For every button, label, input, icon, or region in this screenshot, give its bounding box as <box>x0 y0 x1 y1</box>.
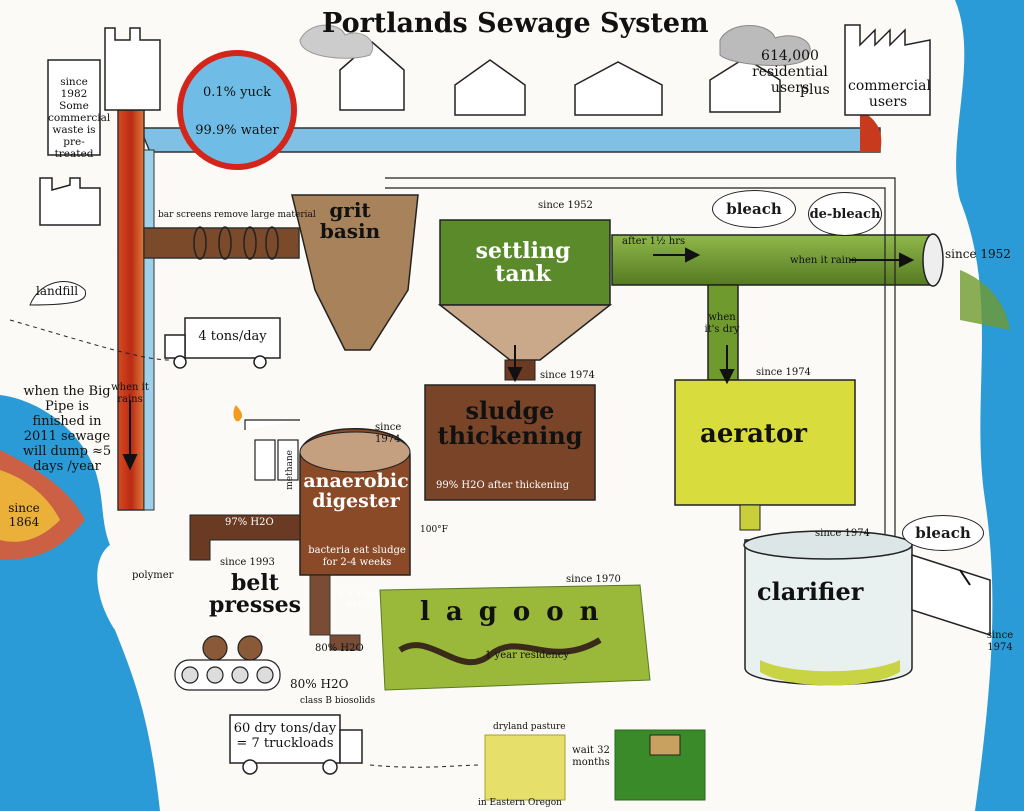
class-b-label: class B biosolids <box>300 696 376 706</box>
landfill-label: landfill <box>36 284 79 298</box>
debleach-bubble: de-bleach <box>808 192 882 236</box>
digester-temp: 100°F <box>420 525 448 535</box>
dryland-label: dryland pasture <box>493 722 566 732</box>
belt-presses-since: since 1993 <box>220 557 275 568</box>
residential-users-label: 614,000 residential users <box>752 48 828 97</box>
water-80-press: 80% H2O <box>290 677 349 691</box>
composition-water: 99.9% water <box>195 123 279 138</box>
commercial-users-label: commercial users <box>848 78 931 111</box>
aerator-since: since 1974 <box>756 367 811 378</box>
right-since: since 1974 <box>986 630 1014 653</box>
after-time-label: after 1½ hrs <box>622 236 686 247</box>
aerator-tank <box>674 379 856 506</box>
outfall-since: since 1952 <box>945 247 1011 261</box>
lagoon-label: lagoon <box>420 597 615 627</box>
clarifier-label: clarifier <box>757 577 864 606</box>
sludge-thickening-since: since 1974 <box>540 370 595 381</box>
when-it-rains-right: when it rains <box>790 255 857 266</box>
when-its-dry-label: when it's dry <box>704 312 740 335</box>
aerator-label: aerator <box>700 419 807 449</box>
sludge-thickening-label: sludge thickening <box>437 396 583 451</box>
big-pipe-note: when the Big Pipe is finished in 2011 se… <box>22 384 112 474</box>
page-title: Portlands Sewage System <box>322 8 709 39</box>
polymer-label: polymer <box>132 570 174 581</box>
grit-basin-shape <box>291 194 419 351</box>
eastern-oregon-label: in Eastern Oregon <box>478 798 562 808</box>
settling-tank-since: since 1952 <box>538 200 593 211</box>
lagoon-since: since 1970 <box>566 574 621 585</box>
water-80-lagoon: 80% H2O <box>315 643 364 654</box>
river-left-since: since 1864 <box>8 501 40 529</box>
lagoon-residency: 1 year residency <box>485 650 570 661</box>
methane-label: methane <box>285 450 295 490</box>
bar-screens-label: bar screens remove large material <box>158 210 316 220</box>
truck-grit-label: 4 tons/day <box>198 329 267 344</box>
lagoon-area <box>379 584 651 691</box>
composition-circle <box>177 50 297 170</box>
bleach-top-bubble: bleach <box>712 190 796 228</box>
river-right <box>955 0 1024 811</box>
truck-bottom-label: 60 dry tons/day = 7 truckloads <box>233 721 337 751</box>
bleach-right-bubble: bleach <box>902 515 984 551</box>
wait-label: wait 32 months <box>572 745 610 768</box>
grit-basin-label: grit basin <box>319 198 381 243</box>
if-too-wet-label: if it's too wet... <box>338 590 378 611</box>
clarifier-since: since 1974 <box>815 528 870 539</box>
when-it-rains-left: when it rains <box>111 382 149 405</box>
digester-label: anaerobic digester <box>303 470 409 512</box>
digester-note: bacteria eat sludge for 2-4 weeks <box>308 545 406 568</box>
belt-presses-label: belt presses <box>208 570 302 618</box>
settling-tank-label: settling tank <box>475 238 571 288</box>
sludge-thickening-note: 99% H2O after thickening <box>436 480 570 491</box>
composition-yuck: 0.1% yuck <box>202 85 272 100</box>
plus-label: plus <box>800 82 830 98</box>
water-97-label: 97% H2O <box>225 517 274 528</box>
digester-since: since 1974 <box>375 422 402 445</box>
pretreated-note: since 1982 Some commercial waste is pre-… <box>48 76 111 161</box>
